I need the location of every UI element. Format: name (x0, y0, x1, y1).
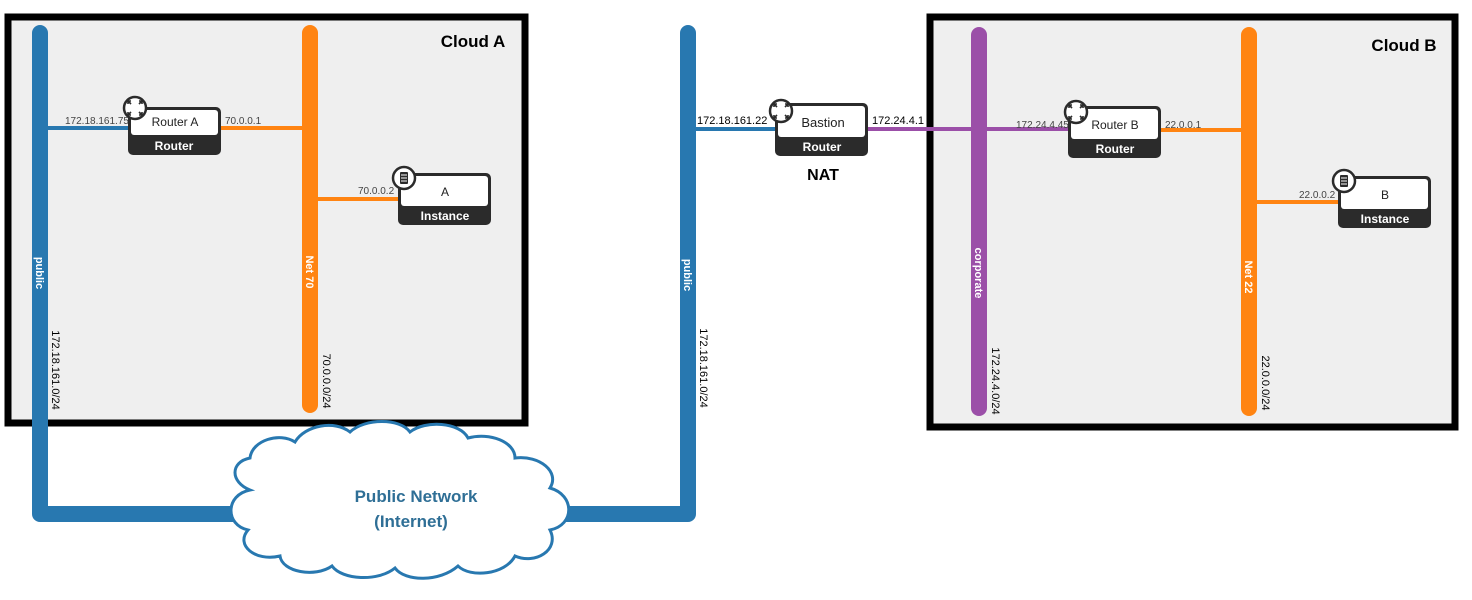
public-net-label-middle: public (681, 259, 693, 291)
public-cidr-middle: 172.18.161.0/24 (697, 328, 709, 408)
cloud-b-title: Cloud B (1371, 36, 1436, 55)
instance-a-type: Instance (421, 209, 470, 223)
net22-label: Net 22 (1242, 260, 1254, 293)
cloud-shape (229, 420, 571, 580)
router-icon (122, 95, 148, 121)
router-b-corp-ip: 172.24.4.45 (1016, 120, 1069, 131)
instance-b-name: B (1381, 188, 1389, 202)
instance-b-node[interactable]: B Instance (1331, 168, 1431, 228)
public-net-label-a: public (33, 257, 45, 289)
instance-b-ip: 22.0.0.2 (1299, 190, 1336, 201)
router-a-public-ip: 172.18.161.75 (65, 116, 129, 127)
router-b-type: Router (1096, 142, 1135, 156)
server-icon (391, 165, 417, 191)
internet-line2: (Internet) (374, 512, 448, 531)
router-b-node[interactable]: Router B Router (1063, 99, 1161, 158)
cloud-a-title: Cloud A (441, 32, 506, 51)
router-a-net-ip: 70.0.0.1 (225, 116, 262, 127)
instance-b-type: Instance (1361, 212, 1410, 226)
instance-a-node[interactable]: A Instance (391, 165, 491, 225)
router-a-type: Router (155, 139, 194, 153)
instance-a-ip: 70.0.0.2 (358, 186, 395, 197)
net70-cidr: 70.0.0.0/24 (320, 353, 332, 408)
internet-line1: Public Network (355, 487, 478, 506)
net70-label: Net 70 (303, 255, 315, 288)
instance-a-name: A (441, 185, 449, 199)
bastion-node[interactable]: Bastion Router (768, 98, 868, 156)
router-b-name: Router B (1091, 118, 1138, 132)
public-cidr-a: 172.18.161.0/24 (49, 330, 61, 410)
router-a-node[interactable]: Router A Router (122, 95, 221, 155)
router-b-net-ip: 22.0.0.1 (1165, 120, 1202, 131)
internet-cloud: Public Network (Internet) (229, 420, 571, 580)
net22-cidr: 22.0.0.0/24 (1259, 355, 1271, 410)
nat-label: NAT (807, 167, 839, 184)
bastion-type: Router (803, 140, 842, 154)
bastion-name: Bastion (801, 115, 844, 130)
bastion-public-ip: 172.18.161.22 (697, 115, 767, 127)
corporate-cidr: 172.24.4.0/24 (989, 347, 1001, 414)
bastion-corp-ip: 172.24.4.1 (872, 115, 924, 127)
server-icon (1331, 168, 1357, 194)
corporate-label: corporate (972, 248, 984, 299)
router-a-name: Router A (152, 115, 199, 129)
router-icon (1063, 99, 1089, 125)
router-icon (768, 98, 794, 124)
